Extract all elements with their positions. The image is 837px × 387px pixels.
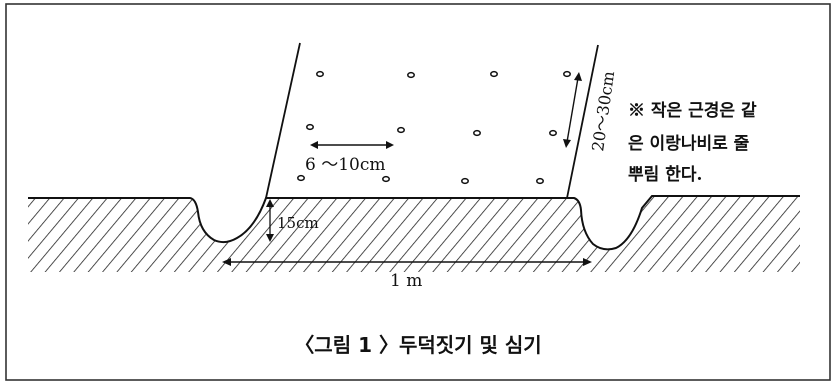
furrow-depth-label: 15cm xyxy=(277,214,319,232)
figure-caption: 〈그림 1 〉두덕짓기 및 심기 xyxy=(294,333,541,357)
row-spacing-label: 20～30cm xyxy=(588,70,618,153)
seed-dot xyxy=(397,126,405,134)
note-line: 은 이랑나비로 줄 xyxy=(628,134,750,154)
bed-left-edge xyxy=(265,42,301,199)
seed-dot xyxy=(407,71,415,79)
seed-dot xyxy=(473,129,481,137)
seed-dot xyxy=(490,70,498,78)
seed-dot xyxy=(536,177,544,185)
seed-dot xyxy=(563,70,571,78)
seed-dot xyxy=(549,129,557,137)
seed-dot xyxy=(306,123,314,131)
seed-dot xyxy=(297,174,305,182)
seed-pieces xyxy=(297,70,571,185)
furrow-depth-arrow xyxy=(266,199,274,242)
note-line: 뿌림 한다. xyxy=(628,165,702,185)
plant-spacing-label: 6 ～10cm xyxy=(305,155,386,175)
bed-width-arrow xyxy=(222,258,592,266)
bed-width-label: 1 m xyxy=(390,271,422,291)
seed-dot xyxy=(461,177,469,185)
soil-hatching xyxy=(28,195,800,272)
planting-note: ※ 작은 근경은 같 은 이랑나비로 줄 뿌림 한다. xyxy=(628,101,757,185)
note-line: ※ 작은 근경은 같 xyxy=(628,101,757,121)
bed-right-edge xyxy=(566,44,599,199)
plant-spacing-arrow xyxy=(310,141,394,149)
row-spacing-arrow xyxy=(563,72,582,148)
figure-frame xyxy=(5,3,831,381)
seed-dot xyxy=(316,70,324,78)
seed-dot xyxy=(382,175,390,183)
